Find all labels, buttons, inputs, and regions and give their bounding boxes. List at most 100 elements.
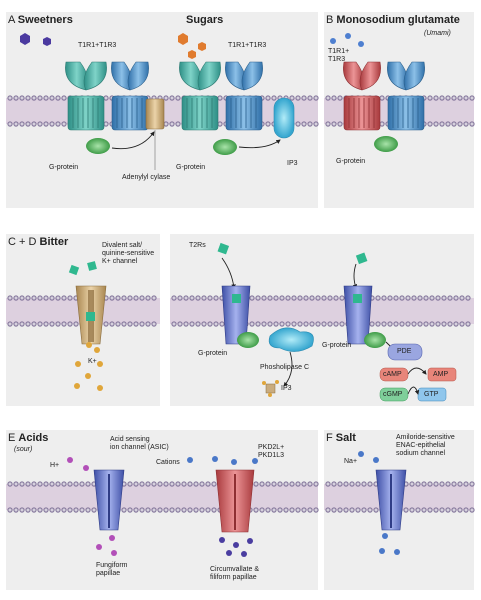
circumvallate-label-line2: filiform papillae [210,574,257,581]
lipid-head [79,481,85,487]
lipid-head [183,295,189,301]
lipid-head [207,321,213,327]
lipid-head [61,507,67,513]
lipid-head [19,95,25,101]
adenylyl-cyclase [145,98,165,130]
lipid-head [331,121,337,127]
lipid-head [297,321,303,327]
lipid-head [13,481,19,487]
lipid-head [115,295,121,301]
lipid-head [441,295,447,301]
lipid-head [331,507,337,513]
lipid-head [433,507,439,513]
lipid-head [427,121,433,127]
lipid-head [463,507,469,513]
ip3-label: IP3 [287,160,298,167]
lipid-head [367,507,373,513]
lipid-head [217,121,223,127]
lipid-head [7,121,13,127]
lipid-head [127,481,133,487]
lipid-head [139,321,145,327]
na-ion-label: Na+ [344,458,358,465]
lipid-head [109,295,115,301]
lipid-head [297,295,303,301]
lipid-head [463,481,469,487]
lipid-head [295,121,301,127]
h-ion-label: H+ [50,462,60,469]
lipid-head [13,321,19,327]
lipid-head [121,507,127,513]
lipid-head [13,507,19,513]
lipid-head [307,95,313,101]
lipid-head [19,481,25,487]
lipid-head [451,95,457,101]
lipid-head [25,295,31,301]
circumvallate-label-line1: Circumvallate & [210,566,260,573]
lipid-head [285,321,291,327]
lipid-head [205,481,211,487]
lipid-head [381,295,387,301]
g-protein [364,332,386,348]
lipid-head [457,481,463,487]
lipid-head [285,295,291,301]
lipid-head [49,321,55,327]
signal-arrow [283,351,293,387]
lipid-head [417,295,423,301]
lipid-head [139,481,145,487]
lipid-head [61,121,67,127]
lipid-head [187,481,193,487]
lipid-head [469,481,475,487]
panel-letter: B [326,14,334,26]
lipid-head [253,481,259,487]
lipid-head [151,321,157,327]
lipid-head [289,507,295,513]
lipid-head [37,95,43,101]
lipid-head [201,321,207,327]
lipid-head [145,295,151,301]
lipid-head [115,321,121,327]
lipid-head [445,121,451,127]
lipid-head [175,481,181,487]
signal-arrow [238,139,281,149]
t1r1-receptor-red [343,61,381,131]
lipid-head [121,295,127,301]
potassium-ion [75,361,81,367]
panel-f-diagram [358,451,407,555]
lipid-head [43,507,49,513]
lipid-head [459,321,465,327]
lipid-head [433,121,439,127]
panel-letter: C + D [8,236,37,248]
lipid-head [399,321,405,327]
amp-label: AMP [433,371,449,378]
lipid-head [201,295,207,301]
lipid-head [367,481,373,487]
sugar-molecule [178,33,188,45]
enac-label-line2: ENAC-epithelial [396,442,446,449]
lipid-head [339,321,345,327]
sweetener-molecule [43,37,51,46]
lipid-head [265,507,271,513]
lipid-head [43,121,49,127]
lipid-head [421,507,427,513]
lipid-head [19,121,25,127]
potassium-ion [86,342,92,348]
k-ion-label: K+ [88,358,97,365]
receptor-label: T1R1+T1R3 [228,42,267,49]
ip3-label: IP3 [281,385,292,392]
lipid-head [49,295,55,301]
lipid-head [331,481,337,487]
lipid-head [169,121,175,127]
cation [252,458,258,464]
lipid-head [7,95,13,101]
panel-a-title2: Sugars [186,14,223,26]
lipid-head [145,481,151,487]
lipid-head [369,321,375,327]
membrane-e [6,484,318,510]
lipid-head [457,121,463,127]
lipid-head [19,321,25,327]
lipid-head [265,121,271,127]
lipid-head [37,121,43,127]
lipid-head [175,95,181,101]
lipid-head [325,481,331,487]
lipid-head [445,481,451,487]
